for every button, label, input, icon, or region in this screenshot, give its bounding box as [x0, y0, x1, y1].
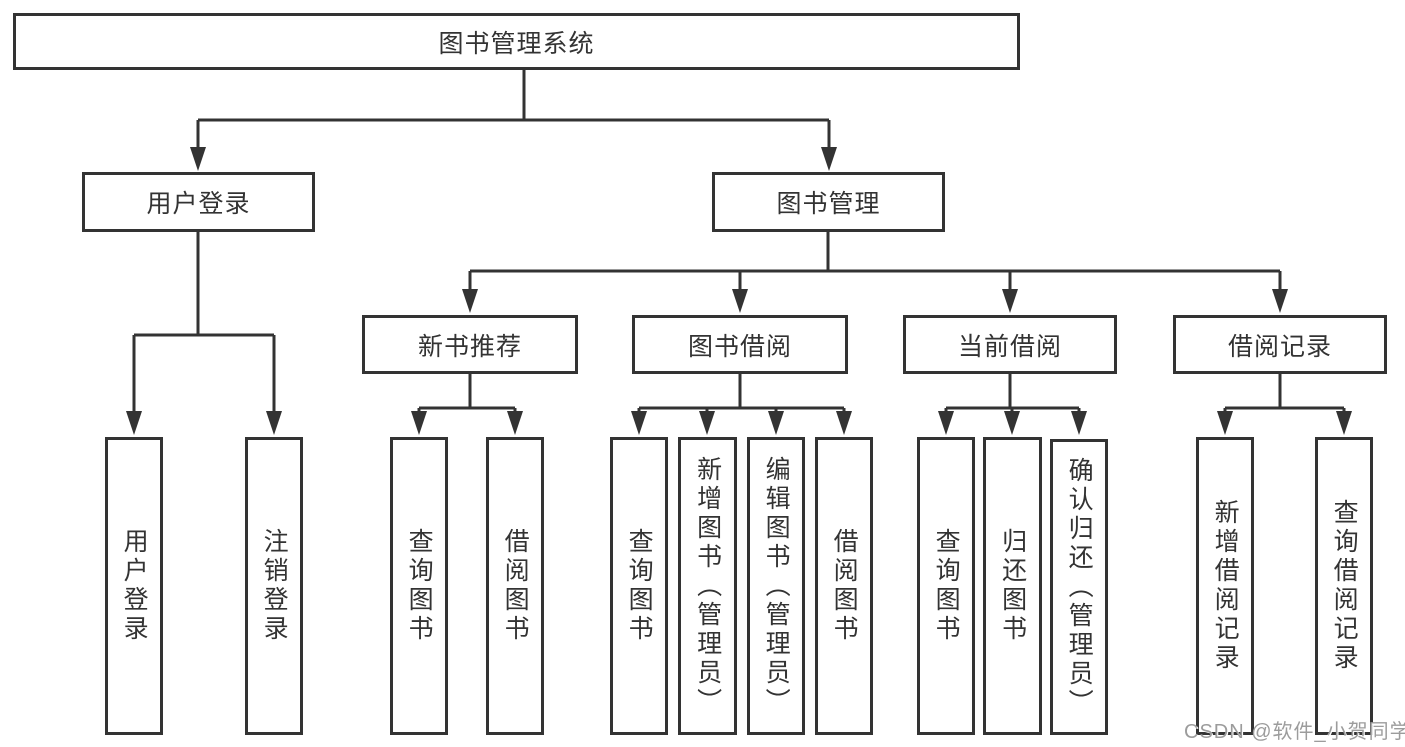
node-leaf-current-confirm-return: 确认归还（管理员）: [1050, 439, 1108, 735]
node-root: 图书管理系统: [13, 13, 1020, 70]
arrowhead: [1336, 411, 1352, 435]
node-leaf-logout: 注销登录: [245, 437, 303, 735]
arrowhead: [1004, 411, 1020, 435]
connector-root: [190, 70, 837, 171]
leaf-label: 查询借阅记录: [1330, 499, 1359, 673]
node-book-borrow: 图书借阅: [632, 315, 848, 374]
arrowhead: [411, 411, 427, 435]
node-book-mgmt: 图书管理: [712, 172, 945, 232]
node-leaf-records-query-record: 查询借阅记录: [1315, 437, 1373, 735]
node-leaf-borrow-query-books: 查询图书: [610, 437, 668, 735]
arrowhead: [732, 289, 748, 313]
arrowhead: [699, 411, 715, 435]
node-leaf-borrow-borrow-books: 借阅图书: [815, 437, 873, 735]
leaf-label: 确认归还（管理员）: [1065, 456, 1094, 718]
node-leaf-borrow-add-books: 新增图书（管理员）: [678, 437, 737, 735]
node-leaf-recommend-query-books: 查询图书: [390, 437, 448, 735]
leaf-label: 用户登录: [120, 528, 149, 644]
arrowhead: [768, 411, 784, 435]
arrowhead: [507, 411, 523, 435]
arrowhead: [938, 411, 954, 435]
arrowhead: [462, 289, 478, 313]
leaf-label: 新增图书（管理员）: [693, 455, 722, 717]
arrowhead: [190, 147, 206, 171]
leaf-label: 借阅图书: [830, 528, 859, 644]
connector-current-borrow: [938, 374, 1087, 435]
leaf-label: 查询图书: [405, 528, 434, 644]
leaf-label: 查询图书: [932, 528, 961, 644]
node-leaf-user-login: 用户登录: [105, 437, 163, 735]
connector-user-login: [126, 232, 282, 435]
arrowhead: [821, 147, 837, 171]
leaf-label: 借阅图书: [501, 528, 530, 644]
arrowhead: [1002, 289, 1018, 313]
connector-new-book-rec: [411, 374, 523, 435]
connector-borrow-records: [1217, 374, 1352, 435]
node-leaf-records-add-record: 新增借阅记录: [1196, 437, 1254, 735]
arrowhead: [836, 411, 852, 435]
leaf-label: 注销登录: [260, 528, 289, 644]
leaf-label: 新增借阅记录: [1211, 499, 1240, 673]
node-leaf-current-return-books: 归还图书: [983, 437, 1042, 735]
node-leaf-borrow-edit-books: 编辑图书（管理员）: [747, 437, 805, 735]
node-user-login: 用户登录: [82, 172, 315, 232]
arrowhead: [631, 411, 647, 435]
leaf-label: 编辑图书（管理员）: [762, 455, 791, 717]
arrowhead: [1272, 289, 1288, 313]
node-current-borrow: 当前借阅: [903, 315, 1117, 374]
leaf-label: 归还图书: [998, 528, 1027, 644]
arrowhead: [1217, 411, 1233, 435]
leaf-label: 查询图书: [625, 528, 654, 644]
arrowhead: [266, 411, 282, 435]
node-leaf-recommend-borrow-books: 借阅图书: [486, 437, 544, 735]
connector-book-mgmt: [462, 232, 1288, 313]
arrowhead: [1071, 411, 1087, 435]
connector-book-borrow: [631, 374, 852, 435]
node-borrow-records: 借阅记录: [1173, 315, 1387, 374]
arrowhead: [126, 411, 142, 435]
node-new-book-rec: 新书推荐: [362, 315, 578, 374]
csdn-watermark: CSDN @软件_小贺同学: [1184, 721, 1405, 743]
node-leaf-current-query-books: 查询图书: [917, 437, 975, 735]
